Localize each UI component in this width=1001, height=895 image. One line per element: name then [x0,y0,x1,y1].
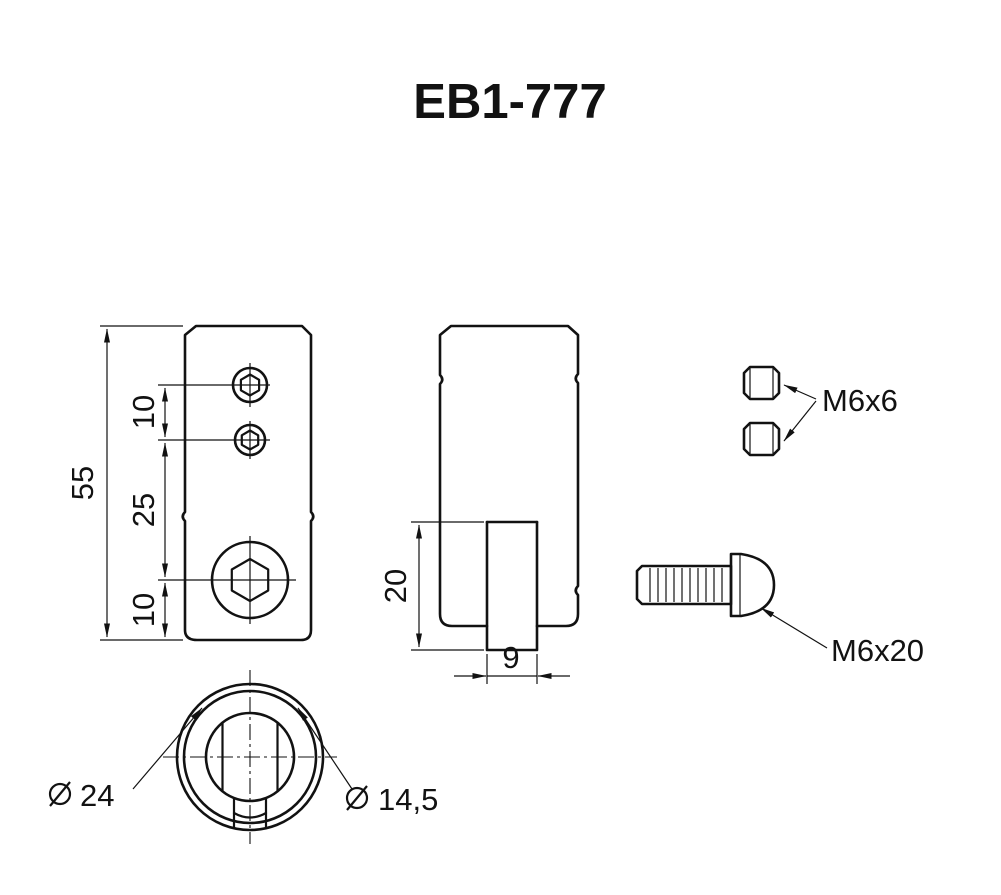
side-view: 20 9 [378,324,580,684]
dim-hole-to-bottom: 10 [126,593,161,627]
bottom-view: 24 14,5 [48,670,438,844]
diameter-symbol-icon [48,782,72,806]
dim-screw-spacing: 10 [126,395,161,429]
dim-screw-to-hole: 25 [126,493,161,527]
side-dimensions: 20 9 [378,521,570,684]
dim-bore-diameter: 14,5 [378,782,438,817]
dim-overall-height: 55 [65,466,100,500]
diameter-symbol-icon [346,785,368,811]
leader-line [297,707,353,790]
front-dimensions: 55 10 25 10 [65,325,296,641]
diameter-symbol-icon [49,781,71,807]
thread-lines [649,568,723,602]
screw-shaft [635,564,733,606]
bore-diameter-label: 14,5 [345,782,438,817]
dim-slot-width: 9 [502,640,519,675]
button-screw-detail: M6x20 [635,552,924,668]
leader-line [783,400,817,442]
outer-diameter-label: 24 [48,778,114,813]
leader-line [760,607,828,649]
set-screw-1 [742,365,781,401]
side-body-outline [438,324,580,652]
drawing-title: EB1-777 [413,75,606,129]
diameter-symbol-icon [345,786,369,810]
front-body-outline [181,324,315,642]
screw-head [729,552,776,618]
dim-outer-diameter: 24 [80,778,114,813]
leader-line [783,384,817,400]
leader-line [132,707,203,790]
set-screws-detail: M6x6 [742,365,898,457]
front-view: 55 10 25 10 [65,324,315,642]
set-screw-2 [742,421,781,457]
set-screw-label: M6x6 [822,383,898,418]
dim-slot-depth: 20 [378,569,413,603]
button-screw-label: M6x20 [831,633,924,668]
